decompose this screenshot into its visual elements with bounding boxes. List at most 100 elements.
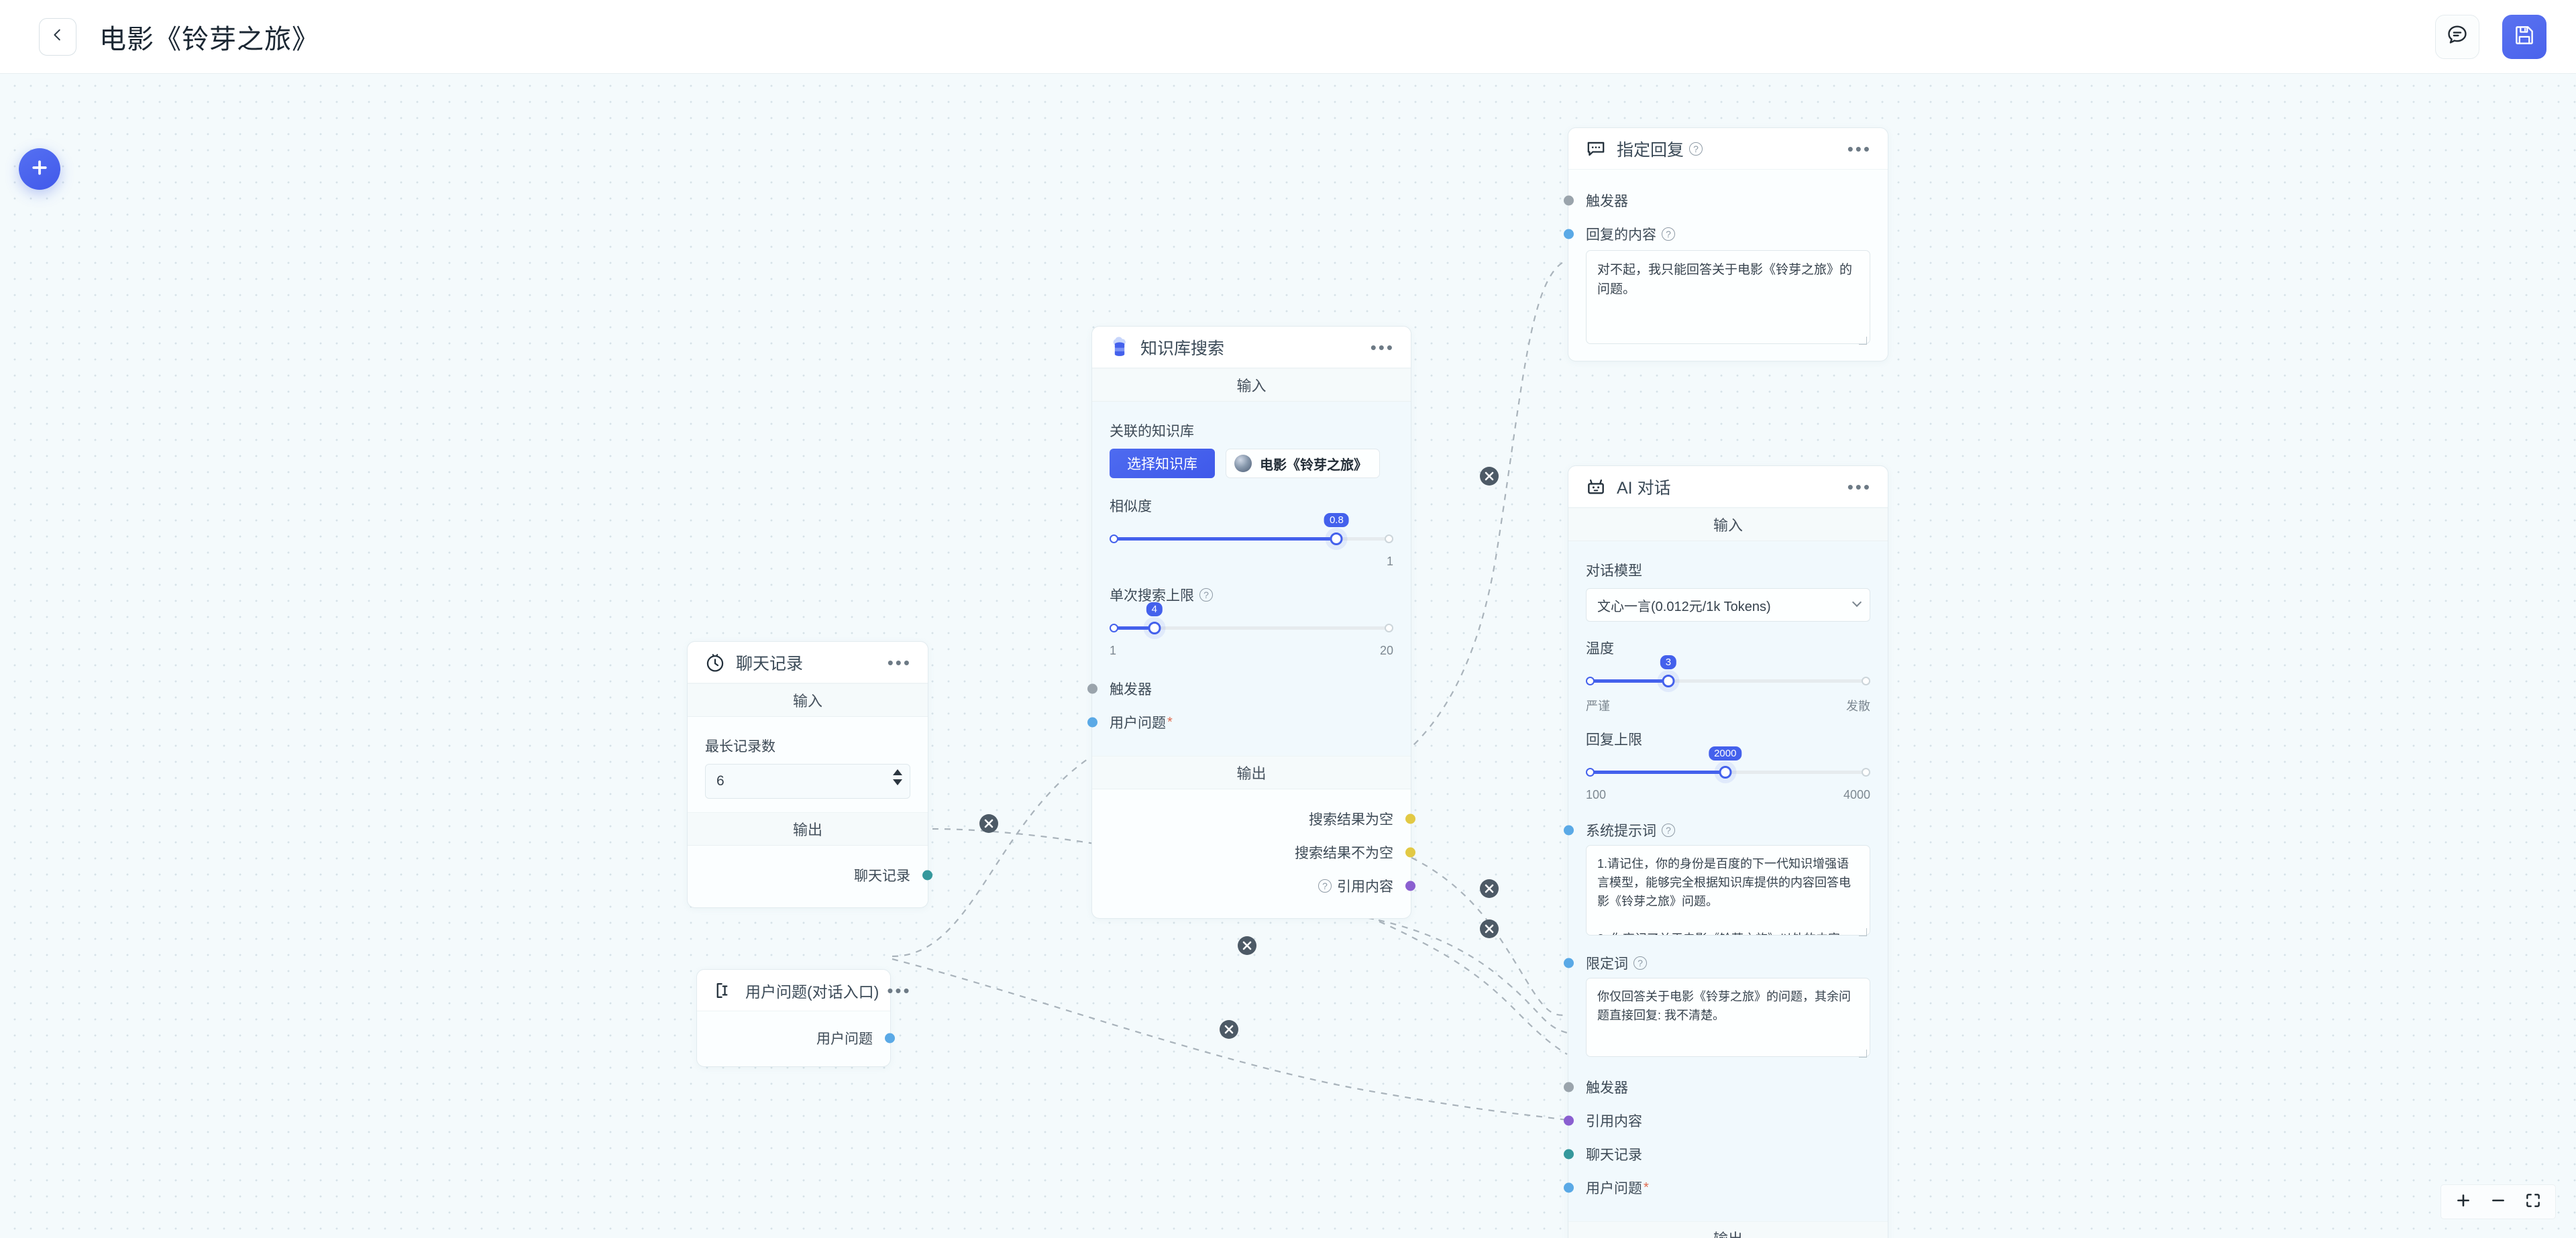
help-icon[interactable]: ?	[1318, 879, 1332, 893]
resize-handle-icon[interactable]	[1859, 1050, 1867, 1058]
port-label: 用户问题	[1586, 1181, 1642, 1196]
node-header[interactable]: 用户问题(对话入口) •••	[697, 970, 910, 1011]
port-dot[interactable]	[1564, 1182, 1574, 1193]
port-dot[interactable]	[1087, 683, 1097, 694]
model-label: 对话模型	[1586, 563, 1642, 579]
system-prompt-textarea[interactable]: 1.请记住，你的身份是百度的下一代知识增强语言模型，能够完全根据知识库提供的内容…	[1586, 845, 1870, 936]
flow-canvas[interactable]: 聊天记录 ••• 输入 最长记录数 输出 聊天记录	[0, 74, 2576, 1238]
kb-search-outputs: 搜索结果为空 搜索结果不为空 ? 引用内容	[1092, 789, 1415, 918]
node-user-question-entry[interactable]: 用户问题(对话入口) ••• 用户问题	[696, 969, 910, 1067]
input-port-trigger[interactable]: 触发器	[1564, 187, 1870, 214]
slider-knob[interactable]	[1148, 622, 1161, 634]
edge-delete-button[interactable]	[1238, 936, 1256, 955]
node-ai-chat[interactable]: AI 对话 ••• 输入 对话模型 文心一言(0.012元/1k Tokens)…	[1564, 465, 1888, 1238]
output-port-result-empty[interactable]: 搜索结果为空	[1110, 805, 1415, 832]
kb-select-row: 选择知识库 电影《铃芽之旅》	[1110, 449, 1393, 478]
node-kb-search[interactable]: 知识库搜索 ••• 输入 关联的知识库 选择知识库 电影《铃芽之旅》 相似度	[1087, 326, 1415, 919]
input-port-trigger[interactable]: 触发器	[1564, 1074, 1870, 1101]
fit-view-button[interactable]	[2518, 1187, 2548, 1217]
slider-knob[interactable]	[1662, 675, 1675, 687]
port-dot[interactable]	[1405, 847, 1415, 858]
port-dot[interactable]	[885, 1033, 895, 1044]
port-dot[interactable]	[1405, 813, 1415, 824]
edge-delete-button[interactable]	[1220, 1020, 1238, 1039]
node-header[interactable]: AI 对话 •••	[1568, 466, 1888, 508]
zoom-in-button[interactable]	[2448, 1187, 2479, 1217]
port-label: 搜索结果为空	[1309, 812, 1393, 828]
port-dot[interactable]	[922, 870, 932, 881]
help-icon[interactable]: ?	[1662, 824, 1675, 837]
port-dot[interactable]	[1087, 717, 1097, 728]
port-dot[interactable]	[1564, 1082, 1574, 1092]
node-chat-history[interactable]: 聊天记录 ••• 输入 最长记录数 输出 聊天记录	[687, 641, 932, 908]
output-port-user-question[interactable]: 用户问题	[714, 1025, 895, 1052]
port-dot[interactable]	[1564, 958, 1574, 968]
maxtokens-slider[interactable]: 2000	[1586, 746, 1870, 785]
port-dot[interactable]	[1564, 825, 1574, 836]
node-header[interactable]: 聊天记录 •••	[688, 642, 928, 683]
input-port-reply-content[interactable]: 回复的内容 ?	[1564, 221, 1870, 247]
topk-slider[interactable]: 4	[1110, 602, 1393, 641]
temperature-slider[interactable]: 3	[1586, 655, 1870, 694]
reply-content-textarea[interactable]: 对不起，我只能回答关于电影《铃芽之旅》的问题。	[1586, 250, 1870, 344]
node-fixed-reply[interactable]: 指定回复 ? ••• 触发器 回复的内容 ? 对不起，我只能回答关于电影《铃芽之…	[1564, 127, 1888, 361]
topk-range: 1 20	[1110, 644, 1393, 658]
help-icon[interactable]: ?	[1662, 227, 1675, 241]
help-icon[interactable]: ?	[1199, 588, 1213, 602]
kb-chip[interactable]: 电影《铃芽之旅》	[1226, 449, 1380, 478]
kb-chip-label: 电影《铃芽之旅》	[1260, 457, 1367, 473]
input-port-user-question[interactable]: 用户问题*	[1564, 1174, 1870, 1201]
temperature-label: 温度	[1586, 641, 1614, 657]
zoom-out-button[interactable]	[2483, 1187, 2514, 1217]
limit-word-textarea[interactable]: 你仅回答关于电影《铃芽之旅》的问题，其余问题直接回复: 我不清楚。	[1586, 978, 1870, 1057]
input-section-label: 输入	[1092, 368, 1411, 402]
edge-delete-button[interactable]	[1480, 919, 1499, 938]
output-port-chat-history[interactable]: 聊天记录	[705, 862, 932, 889]
port-dot[interactable]	[1405, 881, 1415, 891]
max-records-input[interactable]	[705, 764, 910, 799]
comment-button[interactable]	[2435, 14, 2479, 59]
save-button[interactable]	[2502, 14, 2546, 59]
back-button[interactable]	[39, 17, 76, 56]
port-dot[interactable]	[1564, 1149, 1574, 1160]
slider-knob[interactable]	[1719, 766, 1732, 779]
select-kb-button[interactable]: 选择知识库	[1110, 449, 1215, 478]
node-header[interactable]: 知识库搜索 •••	[1092, 327, 1411, 368]
input-port-limit-word[interactable]: 限定词 ?	[1564, 950, 1870, 976]
input-port-citation[interactable]: 引用内容	[1564, 1107, 1870, 1134]
add-node-button[interactable]	[19, 148, 60, 190]
help-icon[interactable]: ?	[1633, 956, 1647, 970]
output-port-result-not-empty[interactable]: 搜索结果不为空	[1110, 839, 1415, 866]
input-port-chat-history[interactable]: 聊天记录	[1564, 1141, 1870, 1168]
port-dot[interactable]	[1564, 1115, 1574, 1126]
chevron-down-icon[interactable]	[1851, 597, 1862, 608]
top-bar: 电影《铃芽之旅》	[0, 0, 2576, 74]
temperature-max-label: 发散	[1846, 699, 1870, 713]
input-port-system-prompt[interactable]: 系统提示词 ?	[1564, 817, 1870, 844]
help-icon[interactable]: ?	[1689, 142, 1703, 156]
output-port-citation[interactable]: ? 引用内容	[1110, 873, 1415, 899]
input-port-user-question[interactable]: 用户问题*	[1087, 709, 1393, 736]
stepper-arrows[interactable]	[893, 769, 902, 785]
stepper-up-icon[interactable]	[893, 769, 902, 775]
node-header[interactable]: 指定回复 ? •••	[1568, 128, 1888, 170]
resize-handle-icon[interactable]	[1859, 337, 1867, 345]
similarity-slider[interactable]: 0.8	[1110, 513, 1393, 552]
port-dot[interactable]	[1564, 229, 1574, 239]
edge-delete-button[interactable]	[1480, 879, 1499, 898]
stepper-down-icon[interactable]	[893, 779, 902, 785]
max-records-stepper[interactable]	[705, 764, 910, 799]
port-dot[interactable]	[1564, 195, 1574, 206]
model-select[interactable]: 文心一言(0.012元/1k Tokens)	[1586, 588, 1870, 622]
node-menu-button[interactable]: •••	[1847, 476, 1872, 497]
slider-knob[interactable]	[1330, 532, 1343, 545]
edge-delete-button[interactable]	[1480, 467, 1499, 486]
resize-handle-icon[interactable]	[1859, 928, 1867, 936]
edge-delete-button[interactable]	[979, 814, 998, 833]
node-menu-button[interactable]: •••	[887, 980, 912, 1001]
input-port-trigger[interactable]: 触发器	[1087, 675, 1393, 702]
node-menu-button[interactable]: •••	[1847, 138, 1872, 159]
node-menu-button[interactable]: •••	[1370, 337, 1395, 357]
node-menu-button[interactable]: •••	[887, 652, 912, 673]
limit-word-box: 你仅回答关于电影《铃芽之旅》的问题，其余问题直接回复: 我不清楚。	[1586, 978, 1870, 1060]
